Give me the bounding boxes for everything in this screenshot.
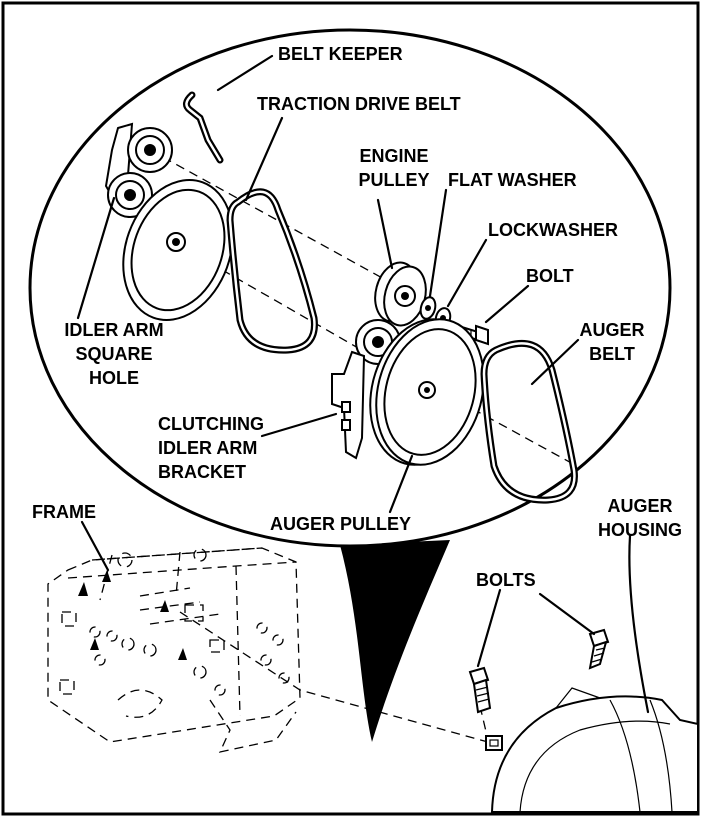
leader-bolts-right	[538, 592, 596, 636]
label-clutching-line3: BRACKET	[158, 462, 246, 482]
label-traction-drive-belt: TRACTION DRIVE BELT	[257, 94, 461, 114]
engine-pulley-part	[374, 261, 427, 327]
label-engine-pulley-line2: PULLEY	[358, 170, 429, 190]
callout-pointer	[340, 540, 450, 742]
leader-lockwasher	[446, 238, 488, 308]
label-auger-housing-line1: AUGER	[607, 496, 672, 516]
leader-clutching	[260, 412, 338, 438]
label-auger-housing-line2: HOUSING	[598, 520, 682, 540]
label-auger-belt-line1: AUGER	[579, 320, 644, 340]
label-clutching-line2: IDLER ARM	[158, 438, 257, 458]
label-auger-belt-line2: BELT	[589, 344, 635, 364]
leader-bolt	[484, 284, 530, 324]
flat-washer-part	[419, 296, 437, 320]
leader-flat-washer	[428, 188, 448, 298]
label-engine-pulley-line1: ENGINE	[359, 146, 428, 166]
auger-housing-part	[485, 687, 699, 813]
bolt-right-part	[588, 628, 610, 670]
label-bolts: BOLTS	[476, 570, 536, 590]
axis-line-upper	[149, 149, 396, 286]
leader-idler-arm	[76, 196, 116, 320]
leader-belt-keeper	[216, 54, 274, 92]
leader-traction-drive-belt	[244, 116, 284, 202]
auger-pulley-part	[369, 318, 485, 466]
leader-auger-housing	[628, 534, 650, 714]
leader-engine-pulley	[376, 198, 394, 270]
idler-arm-assembly	[104, 122, 173, 218]
bolt-left-part	[468, 666, 492, 714]
leader-auger-pulley	[388, 454, 414, 514]
traction-drive-belt	[226, 188, 318, 354]
leader-bolts-left	[476, 588, 502, 668]
label-belt-keeper: BELT KEEPER	[278, 44, 403, 64]
label-flat-washer: FLAT WASHER	[448, 170, 577, 190]
label-lockwasher: LOCKWASHER	[488, 220, 618, 240]
auger-belt-part	[480, 339, 578, 504]
frame-part	[47, 547, 301, 753]
label-bolt: BOLT	[526, 266, 574, 286]
alignment-line-frame	[179, 611, 489, 743]
leader-frame	[80, 520, 110, 572]
label-idler-arm-line1: IDLER ARM	[64, 320, 163, 340]
label-clutching-line1: CLUTCHING	[158, 414, 264, 434]
label-frame: FRAME	[32, 502, 96, 522]
leader-auger-belt	[530, 338, 580, 386]
callout-ellipse	[28, 28, 672, 548]
label-auger-pulley: AUGER PULLEY	[270, 514, 411, 534]
label-idler-arm-line3: HOLE	[89, 368, 139, 388]
traction-pulley	[122, 179, 234, 321]
label-idler-arm-line2: SQUARE	[75, 344, 152, 364]
